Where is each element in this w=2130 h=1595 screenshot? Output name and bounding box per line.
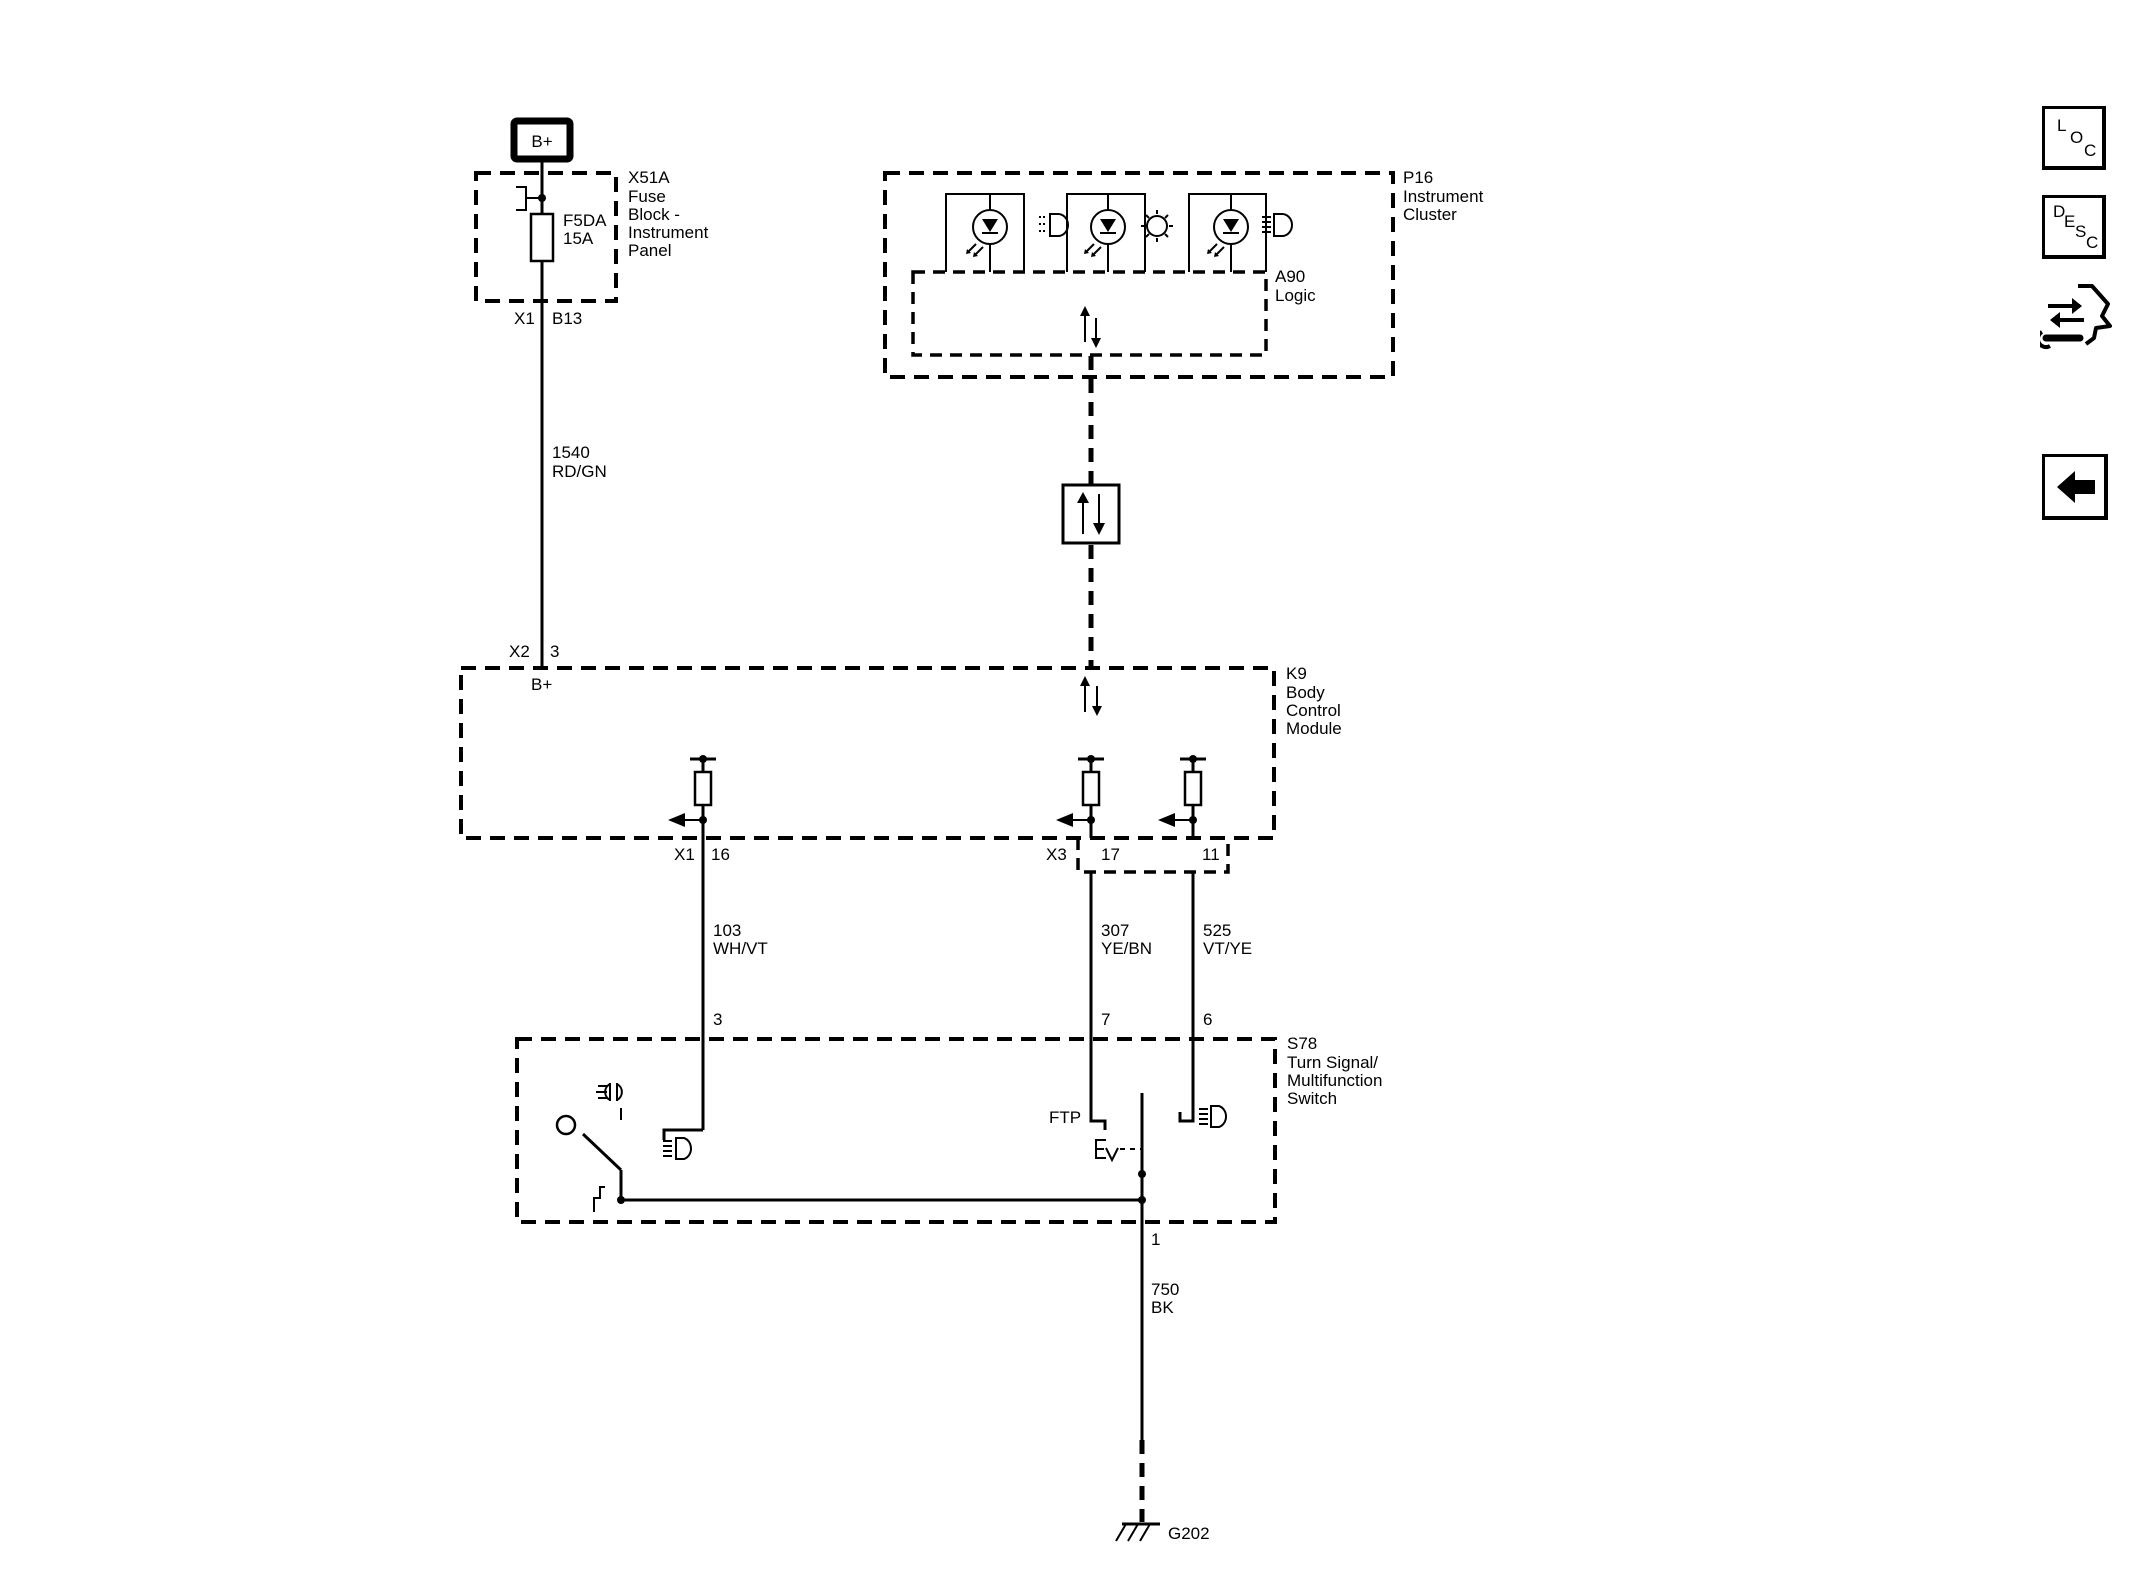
lever-switch	[555, 1114, 1142, 1212]
led-indicator-high-beam	[1188, 193, 1293, 272]
bcm-connector-x1: X1	[674, 845, 695, 864]
description-letter-c: C	[2086, 233, 2099, 252]
ground-ref: G202	[1168, 1524, 1210, 1543]
headlamp-icon	[663, 1137, 692, 1160]
ground-g202: G202	[1115, 1522, 1210, 1543]
locator-letter-l: L	[2057, 116, 2067, 135]
led-indicator-lamp	[1066, 193, 1173, 272]
cluster-name-2: Cluster	[1403, 205, 1457, 224]
description-letter-s: S	[2075, 222, 2087, 241]
wire-525-color: VT/YE	[1203, 939, 1252, 958]
fuse-block-ref: X51A	[628, 168, 670, 187]
bcm-pin-16: 16	[711, 845, 730, 864]
locator-button[interactable]: L O C	[2042, 106, 2106, 170]
bcm-connector-x3: X3	[1046, 845, 1067, 864]
serial-data-symbol	[1061, 483, 1121, 545]
bcm-driver-16	[668, 755, 716, 838]
lamp-outage-icon	[1141, 210, 1173, 242]
logic-ref: A90	[1275, 267, 1305, 286]
battery-source: B+	[510, 117, 574, 163]
serial-data-line	[1061, 356, 1121, 668]
wire-103-circuit: 103	[713, 921, 741, 940]
ftp-label: FTP	[1049, 1108, 1081, 1127]
fuse-block-name-4: Panel	[628, 241, 671, 260]
fuse-block-pin: B13	[552, 309, 582, 328]
switch-name-3: Switch	[1287, 1089, 1337, 1108]
ftp-contact: FTP	[1049, 1108, 1142, 1163]
fuse-block-connector: X1	[514, 309, 535, 328]
locator-letter-o: O	[2070, 128, 2084, 147]
wire-750-color: BK	[1151, 1298, 1174, 1317]
fuse-block: X51A Fuse Block - Instrument Panel F5DA …	[474, 159, 709, 328]
switch-ref: S78	[1287, 1034, 1317, 1053]
bcm-pin-11: 11	[1202, 845, 1220, 864]
description-letter-d: D	[2053, 202, 2066, 221]
instrument-cluster: P16 Instrument Cluster A90 Logic	[883, 168, 1484, 379]
wire-1540: 1540 RD/GN	[540, 301, 607, 668]
wire-307: 307 YE/BN	[1089, 872, 1152, 1110]
wire-103-color: WH/VT	[713, 939, 768, 958]
wire-1540-circuit: 1540	[552, 443, 590, 462]
led-indicator-fog	[945, 193, 1069, 272]
cluster-data-arrows	[1080, 306, 1101, 348]
high-beam-switch-icon	[1199, 1105, 1227, 1128]
fuse-block-name-1: Fuse	[628, 187, 666, 206]
headlamp-flash-contact	[596, 1083, 703, 1160]
switch-name-1: Turn Signal/	[1287, 1053, 1378, 1072]
wire-307-color: YE/BN	[1101, 939, 1152, 958]
fuse-f5da	[529, 212, 555, 263]
fuse-block-name-3: Instrument	[628, 223, 709, 242]
fuse-rating: 15A	[563, 229, 594, 248]
flash-to-pass-lamp-icon	[596, 1083, 623, 1101]
description-button[interactable]: D E S C	[2042, 195, 2106, 259]
wire-750: 750 BK	[1139, 1222, 1179, 1522]
back-button[interactable]	[2042, 454, 2108, 520]
switch-pin-3: 3	[713, 1010, 722, 1029]
wire-525-circuit: 525	[1203, 921, 1231, 940]
wire-103: 103 WH/VT	[701, 838, 768, 1130]
high-beam-icon	[1262, 213, 1293, 237]
wire-1540-color: RD/GN	[552, 462, 607, 481]
fuse-block-name-2: Block -	[628, 205, 680, 224]
cluster-ref: P16	[1403, 168, 1433, 187]
wire-750-circuit: 750	[1151, 1280, 1179, 1299]
description-letter-e: E	[2064, 212, 2076, 231]
bcm-name-3: Module	[1286, 719, 1342, 738]
switch-pin-1: 1	[1151, 1230, 1160, 1249]
bcm-data-arrows	[1080, 676, 1102, 716]
bcm-power-connector: X2	[509, 642, 530, 661]
bcm-pin-17: 17	[1101, 845, 1120, 864]
bcm-name-2: Control	[1286, 701, 1341, 720]
cluster-name-1: Instrument	[1403, 187, 1484, 206]
fuse-ref: F5DA	[563, 211, 607, 230]
wire-307-circuit: 307	[1101, 921, 1129, 940]
switch-name-2: Multifunction	[1287, 1071, 1382, 1090]
diagnostic-tools-icon[interactable]	[2035, 276, 2112, 354]
bcm-ref: K9	[1286, 664, 1307, 683]
switch-pin-7: 7	[1101, 1010, 1110, 1029]
multifunction-switch: S78 Turn Signal/ Multifunction Switch 3 …	[515, 1010, 1382, 1249]
bcm-power-pin: 3	[550, 642, 559, 661]
wire-525: 525 VT/YE	[1191, 872, 1252, 1110]
logic-name: Logic	[1275, 286, 1316, 305]
bcm-driver-17	[1056, 755, 1104, 838]
bcm-power-label: B+	[531, 675, 552, 694]
fog-lamp-icon	[1039, 213, 1069, 237]
bcm-driver-11	[1158, 755, 1206, 838]
high-beam-contact	[1178, 1105, 1227, 1128]
body-control-module: K9 Body Control Module X2 3 B+	[459, 642, 1342, 874]
switch-pin-6: 6	[1203, 1010, 1212, 1029]
back-arrow-icon	[2057, 471, 2095, 503]
battery-label: B+	[531, 132, 552, 151]
locator-letter-c: C	[2084, 141, 2097, 160]
bcm-name-1: Body	[1286, 683, 1325, 702]
